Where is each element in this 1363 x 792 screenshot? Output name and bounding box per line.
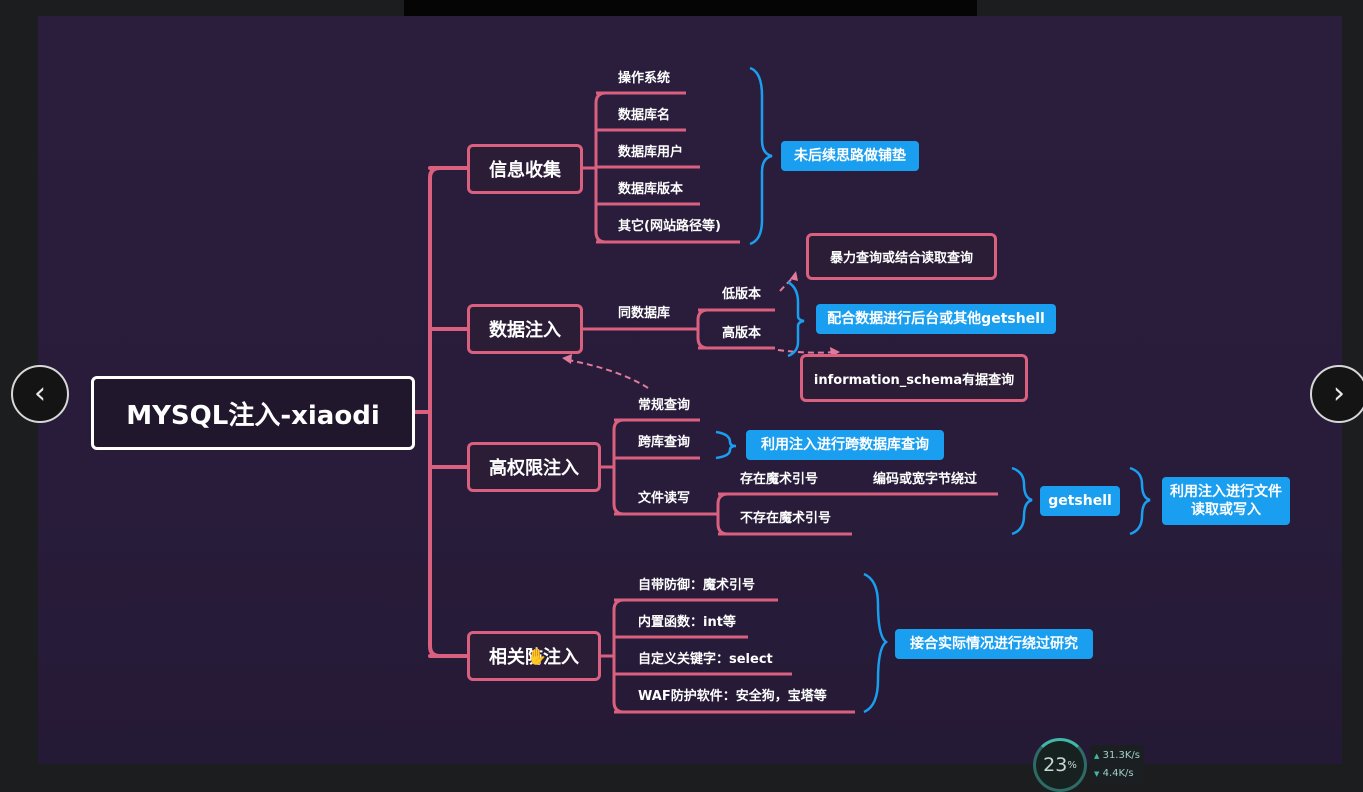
branch-anti-injection: 相关防注入 bbox=[467, 631, 601, 681]
priv-item-file: 文件读写 bbox=[638, 491, 691, 506]
info-item-os: 操作系统 bbox=[618, 71, 671, 86]
priv-item-no-magic-quotes: 不存在魔术引号 bbox=[740, 511, 832, 526]
data-getshell-badge: 配合数据进行后台或其他getshell bbox=[816, 304, 1056, 334]
download-arrow-icon: ▼ bbox=[1094, 770, 1100, 778]
defense-item-functions: 内置函数：int等 bbox=[638, 615, 736, 630]
info-item-db-version: 数据库版本 bbox=[618, 182, 684, 197]
branch-info-collection: 信息收集 bbox=[467, 144, 583, 194]
data-brute-query-node: 暴力查询或结合读取查询 bbox=[806, 233, 997, 280]
network-speed-widget: ▲ 31.3K/s ▼ 4.4K/s bbox=[1090, 745, 1144, 785]
upload-speed: 31.3 bbox=[1102, 750, 1125, 761]
info-item-db-user: 数据库用户 bbox=[618, 145, 684, 160]
priv-item-magic-quotes: 存在魔术引号 bbox=[740, 472, 819, 487]
defense-item-keywords: 自定义关键字：select bbox=[638, 652, 773, 667]
data-schema-node: information_schema有据查询 bbox=[800, 354, 1028, 402]
chevron-right-icon: › bbox=[1333, 376, 1345, 411]
data-item-high-version: 高版本 bbox=[722, 326, 762, 341]
priv-item-bypass: 编码或宽字节绕过 bbox=[873, 472, 978, 487]
video-top-bar bbox=[404, 0, 977, 16]
priv-file-badge: 利用注入进行文件读取或写入 bbox=[1162, 477, 1290, 525]
defense-badge: 接合实际情况进行绕过研究 bbox=[895, 629, 1093, 659]
defense-item-waf: WAF防护软件：安全狗，宝塔等 bbox=[638, 689, 827, 704]
upload-arrow-icon: ▲ bbox=[1094, 752, 1100, 760]
priv-item-normal: 常规查询 bbox=[638, 398, 691, 413]
download-unit: K/s bbox=[1118, 768, 1134, 779]
chevron-left-icon: ‹ bbox=[34, 376, 46, 411]
percent-unit: % bbox=[1067, 759, 1077, 771]
defense-item-builtin: 自带防御：魔术引号 bbox=[638, 578, 756, 593]
upload-unit: K/s bbox=[1124, 750, 1140, 761]
info-item-db-name: 数据库名 bbox=[618, 108, 671, 123]
root-node: MYSQL注入-xiaodi bbox=[91, 376, 415, 450]
next-slide-button[interactable]: › bbox=[1310, 365, 1363, 423]
download-speed: 4.4 bbox=[1102, 768, 1119, 779]
progress-percent-widget: 23% bbox=[1033, 738, 1087, 792]
info-badge: 未后续思路做铺垫 bbox=[781, 141, 919, 171]
priv-getshell-badge: getshell bbox=[1040, 486, 1120, 516]
info-item-other: 其它(网站路径等) bbox=[618, 219, 721, 234]
branch-data-injection: 数据注入 bbox=[467, 304, 583, 354]
hand-cursor-icon: ✋ bbox=[527, 647, 547, 666]
percent-value: 23 bbox=[1043, 754, 1068, 776]
data-item-low-version: 低版本 bbox=[722, 287, 762, 302]
prev-slide-button[interactable]: ‹ bbox=[11, 365, 69, 423]
priv-cross-badge: 利用注入进行跨数据库查询 bbox=[746, 430, 944, 460]
branch-privileged-injection: 高权限注入 bbox=[467, 442, 601, 492]
data-item-same-db: 同数据库 bbox=[618, 306, 671, 321]
priv-item-cross: 跨库查询 bbox=[638, 435, 691, 450]
